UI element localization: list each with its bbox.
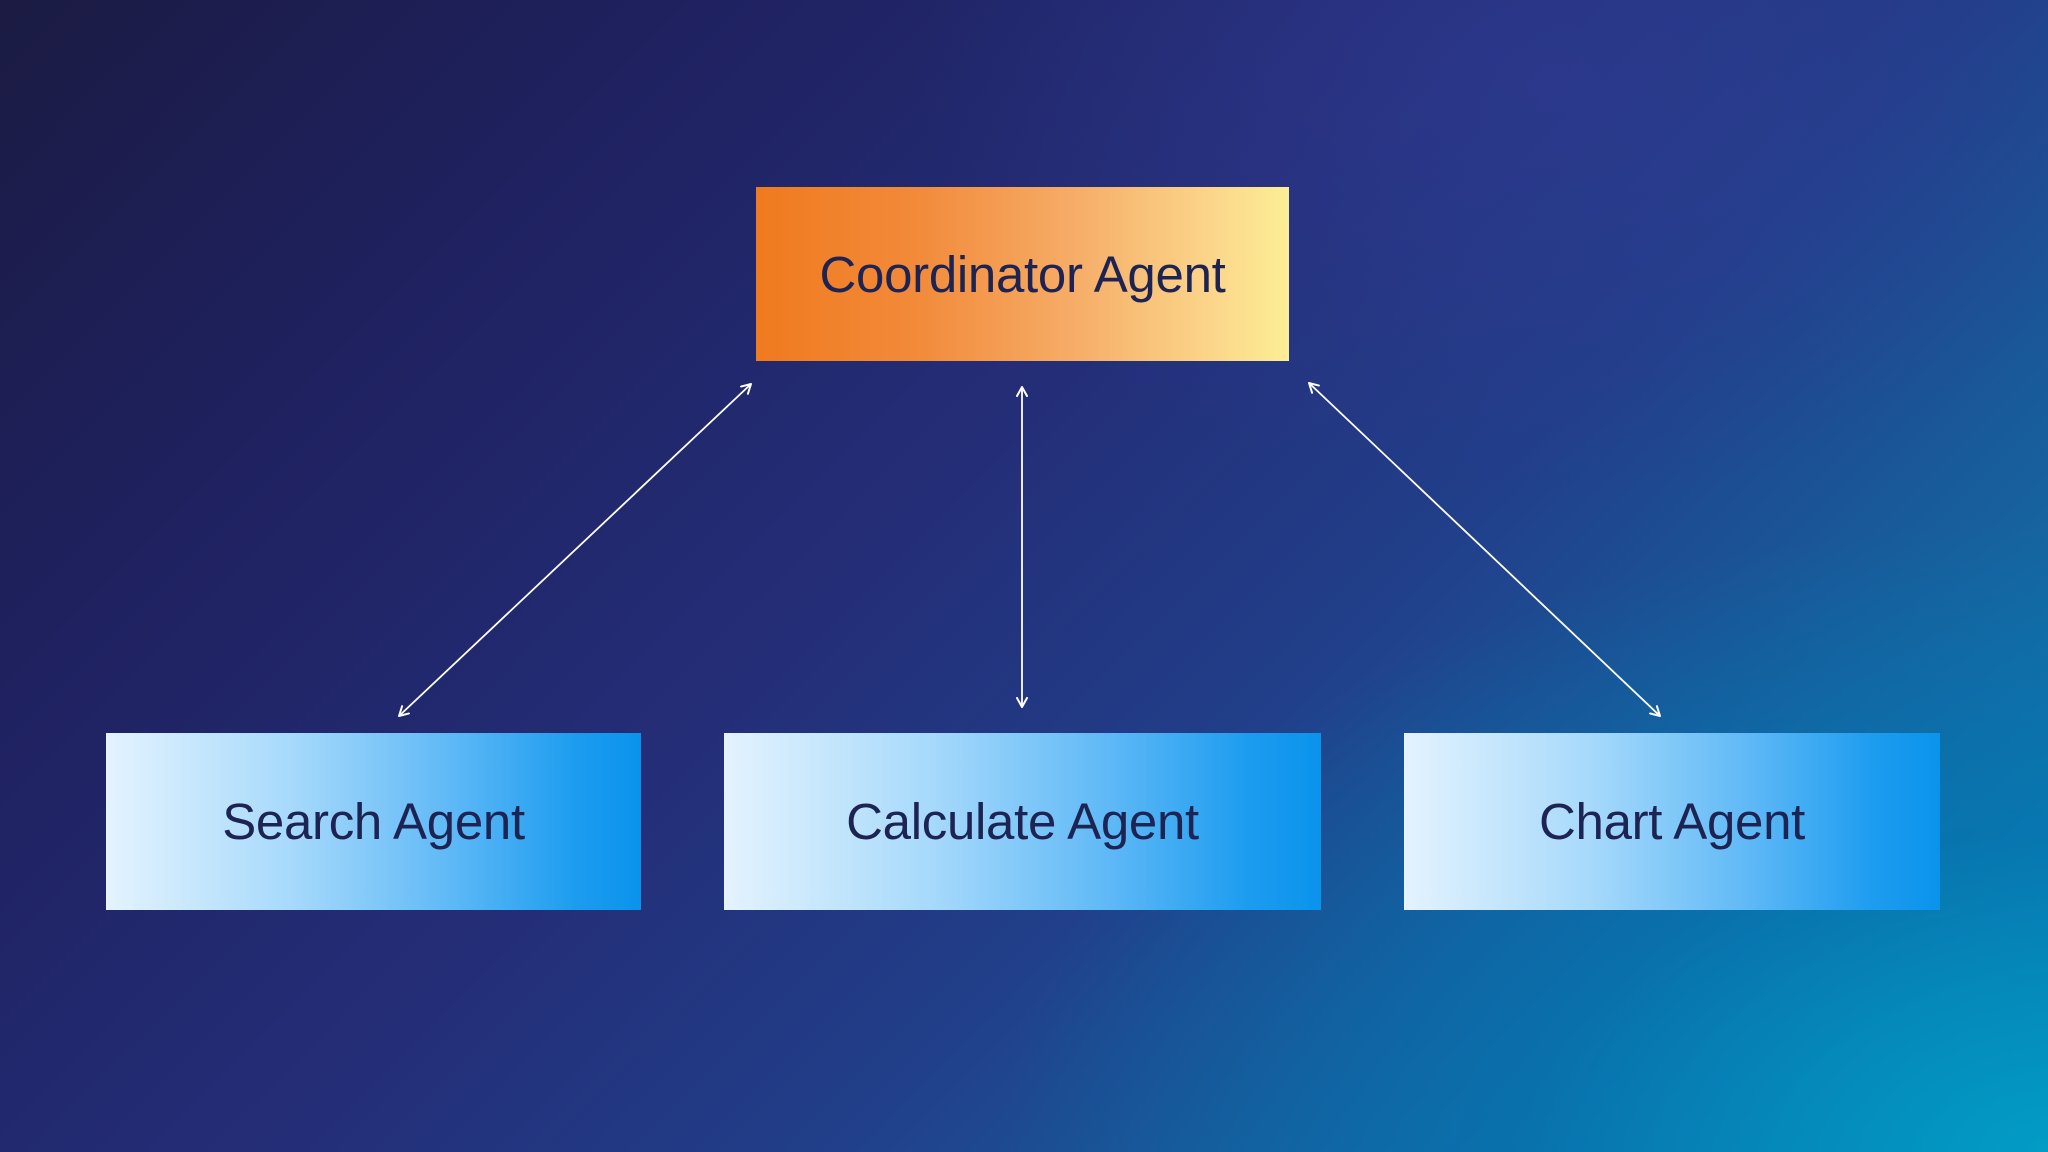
- search-agent-box: Search Agent: [106, 733, 641, 910]
- calculate-agent-label: Calculate Agent: [846, 793, 1199, 850]
- coordinator-agent-box: Coordinator Agent: [756, 187, 1289, 361]
- chart-agent-label: Chart Agent: [1538, 793, 1806, 850]
- connector-coordinator-search: [398, 383, 752, 717]
- chart-agent-box: Chart Agent: [1404, 733, 1940, 910]
- connector-coordinator-chart: [1308, 382, 1661, 717]
- calculate-agent-box: Calculate Agent: [724, 733, 1321, 910]
- search-agent-label: Search Agent: [222, 793, 525, 850]
- coordinator-agent-label: Coordinator Agent: [819, 245, 1226, 303]
